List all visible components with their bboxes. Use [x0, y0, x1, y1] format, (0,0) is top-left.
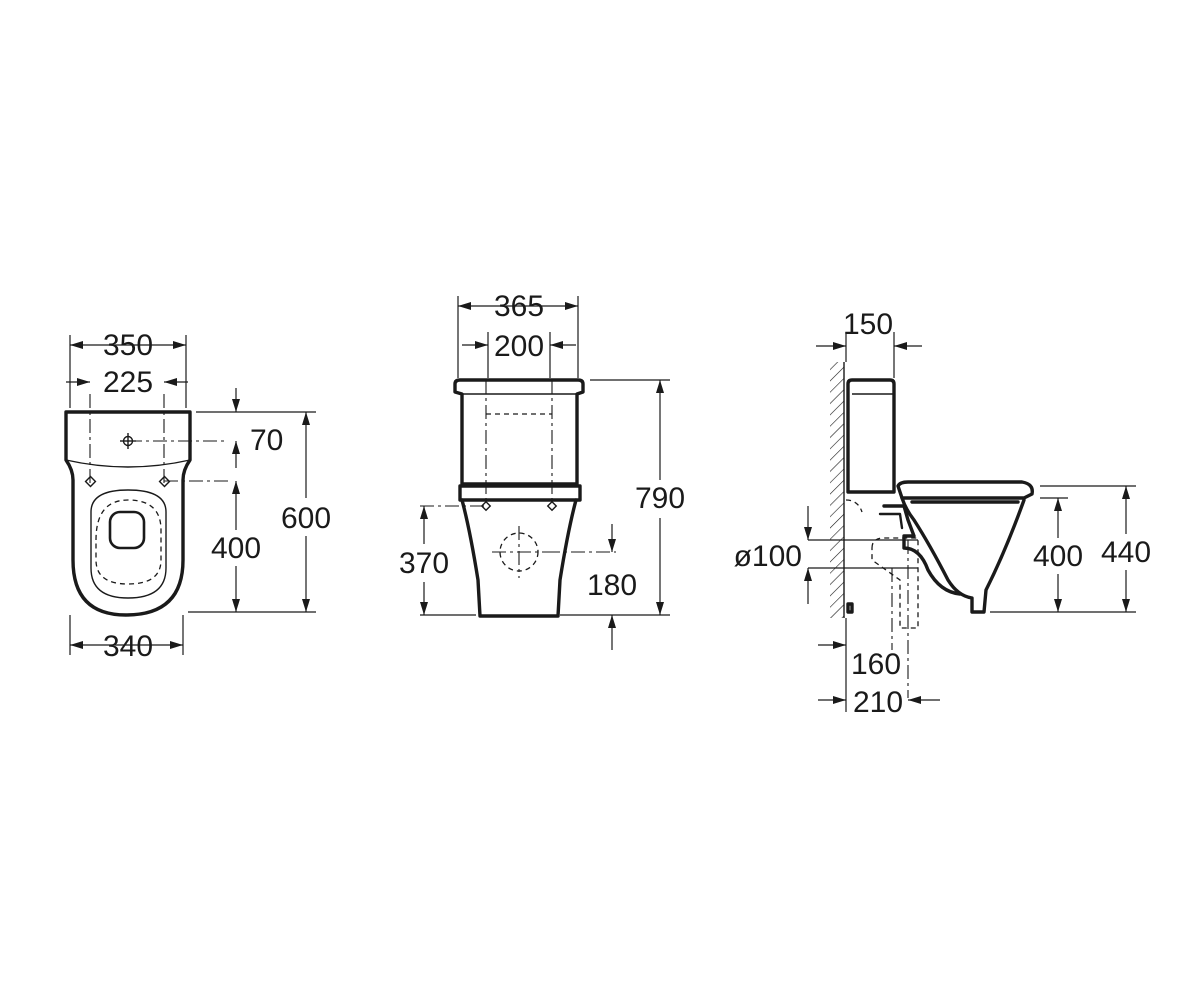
top-view-drain [108, 510, 146, 550]
dim-side-seat-height: 440 [1101, 536, 1151, 569]
top-view-fixing-right [158, 475, 171, 488]
dim-front-fixing-height: 370 [399, 547, 449, 580]
front-view: 365 200 790 370 180 [399, 290, 685, 650]
dim-top-inlet-offset: 70 [250, 424, 283, 457]
dim-side-outlet-distance-2: 210 [853, 686, 903, 719]
front-view-fixing-left [480, 500, 492, 512]
top-view-bowl-opening [95, 499, 162, 585]
side-view: 150 ø100 400 440 160 210 [734, 308, 1151, 719]
dim-top-total-width: 350 [103, 329, 153, 362]
side-view-foot [846, 602, 854, 614]
side-view-seat [896, 480, 1034, 500]
side-view-bowl [900, 496, 1026, 614]
dim-front-total-width: 365 [494, 290, 544, 323]
side-view-cistern [846, 378, 896, 494]
top-view-seat [90, 489, 167, 599]
side-view-wall [830, 362, 844, 618]
dim-side-cistern-projection: 150 [843, 308, 893, 341]
dim-side-outlet-axis-height: 400 [1033, 540, 1083, 573]
dim-side-outlet-distance-1: 160 [851, 648, 901, 681]
front-view-pedestal [460, 498, 578, 618]
front-view-fixing-right [546, 500, 558, 512]
top-view-outline [64, 410, 192, 617]
dim-front-fixing-spacing: 200 [494, 330, 544, 363]
dim-side-outlet-diameter: ø100 [734, 540, 802, 573]
front-view-seat [458, 484, 582, 502]
dim-top-fixing-spacing: 225 [103, 366, 153, 399]
top-view-fixing-left [84, 475, 97, 488]
front-view-cistern [453, 378, 585, 486]
dim-front-inlet-height: 180 [587, 569, 637, 602]
dim-top-base-width: 340 [103, 630, 153, 663]
top-view: 350 225 340 70 400 600 [64, 329, 331, 663]
top-view-cistern-edge [65, 459, 191, 468]
dim-top-fixing-to-front: 400 [211, 532, 261, 565]
dim-top-total-depth: 600 [281, 502, 331, 535]
dim-front-total-height: 790 [635, 482, 685, 515]
side-view-outlet-pipe [871, 537, 919, 629]
